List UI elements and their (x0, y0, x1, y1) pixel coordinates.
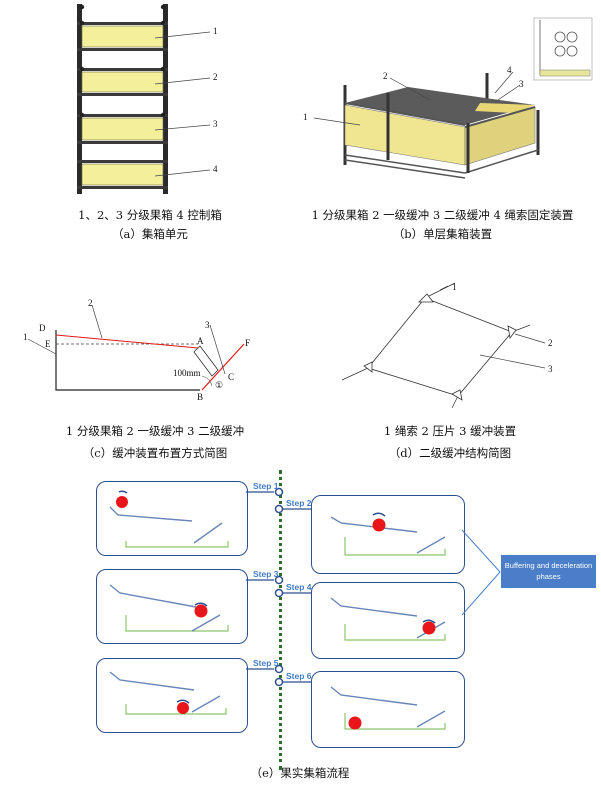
panel-a-caption: （a）集箱单元 (112, 227, 188, 241)
panel-b-label-2: 2 (383, 71, 388, 81)
panel-b-label-4: 4 (507, 65, 512, 75)
panel-b-label-3: 3 (519, 79, 524, 89)
step-4-label: Step 4 (286, 582, 312, 592)
panel-b-label-1: 1 (303, 112, 308, 122)
panel-d-label-3: 3 (548, 364, 553, 374)
panel-c-legend: 1 分级果箱 2 一级缓冲 3 二级缓冲 (65, 424, 245, 438)
panel-c-label-2: 2 (88, 298, 93, 308)
step-6-scene (330, 686, 446, 730)
panel-c-dimension: 100mm (173, 368, 201, 378)
panel-a-illustration (77, 4, 211, 194)
panel-c-label-E: E (45, 339, 51, 349)
step-6-label: Step 6 (286, 671, 312, 681)
step-5-label: Step 5 (253, 658, 279, 668)
panel-d-legend: 1 绳索 2 压片 3 缓冲装置 (383, 424, 517, 438)
panel-d-label-2: 2 (548, 338, 553, 348)
phase-bracket (462, 529, 501, 616)
step-5-box (96, 658, 248, 733)
panel-c-label-D: D (39, 323, 46, 333)
panel-c-label-1: 1 (23, 332, 28, 342)
panel-a-label-4: 4 (213, 164, 218, 174)
panel-c-label-A: A (197, 336, 204, 346)
panel-b-illustration (313, 17, 593, 179)
step-3-scene (109, 584, 229, 632)
panel-c-label-F: F (245, 338, 251, 348)
panel-b-caption: （b）单层集箱装置 (392, 227, 493, 241)
panel-d-label-1: 1 (452, 282, 457, 292)
panel-d-caption: （d）二级缓冲结构简图 (388, 446, 512, 460)
panel-a-label-3: 3 (213, 119, 218, 129)
buffering-phase-box: Buffering and deceleration phases (501, 555, 596, 588)
panel-c-label-3: 3 (205, 320, 210, 330)
panel-d-illustration (341, 282, 546, 409)
panel-c-circle-mark: ① (215, 380, 224, 390)
step-2-box (311, 495, 465, 574)
panel-b-legend: 1 分级果箱 2 一级缓冲 3 二级缓冲 4 绳索固定装置 (311, 208, 574, 222)
step-6-box (311, 671, 465, 748)
panel-c-caption: （c）缓冲装置布置方式简图 (82, 446, 228, 460)
step-5-scene (109, 671, 227, 715)
step-1-scene (109, 490, 229, 548)
panel-c-label-C: C (228, 372, 235, 382)
step-1-label: Step 1 (253, 481, 279, 491)
step-4-box (311, 582, 465, 659)
panel-c-label-B: B (197, 392, 204, 402)
step-2-scene (330, 512, 446, 556)
step-connectors (246, 487, 312, 687)
panel-e-caption: （e）果实集箱流程 (250, 766, 350, 780)
step-1-box (96, 481, 248, 556)
step-4-scene (330, 597, 446, 641)
panel-a-label-1: 1 (213, 26, 218, 36)
step-3-label: Step 3 (253, 569, 279, 579)
panel-a-legend: 1、2、3 分级果箱 4 控制箱 (78, 208, 222, 222)
panel-a-label-2: 2 (213, 72, 218, 82)
process-timeline-line (279, 470, 282, 770)
panel-c-illustration (27, 304, 245, 391)
step-2-label: Step 2 (286, 498, 312, 508)
